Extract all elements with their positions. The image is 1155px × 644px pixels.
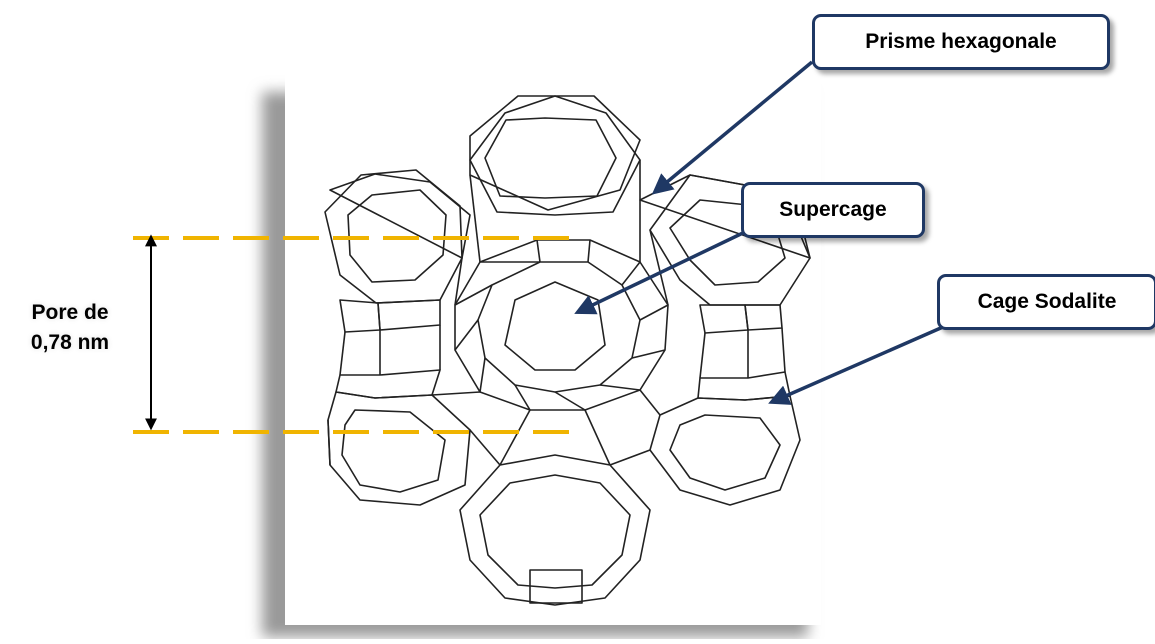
sodalite-cage-bottom <box>459 454 651 606</box>
arrow-sodalite <box>768 325 944 405</box>
sodalite-cage-top <box>469 95 641 216</box>
sodalite-cage-bottom-right <box>649 395 801 506</box>
arrow-supercage <box>574 230 746 315</box>
pore-guides <box>133 234 578 434</box>
callout-supercage: Supercage <box>741 182 925 238</box>
supercage-window <box>454 239 669 411</box>
arrow-prisme <box>651 60 814 195</box>
paper-image <box>262 65 821 637</box>
callout-cage-sodalite: Cage Sodalite <box>937 274 1155 330</box>
callout-prisme-hexagonale: Prisme hexagonale <box>812 14 1110 70</box>
sodalite-cage-bottom-left <box>327 391 471 506</box>
pore-size-label: Pore de 0,78 nm <box>0 298 140 358</box>
pore-label-line2: 0,78 nm <box>30 331 110 354</box>
faujasite-framework <box>324 95 811 606</box>
pore-label-line1: Pore de <box>31 301 109 324</box>
framework-connectors <box>431 160 669 466</box>
callout-arrows <box>574 60 944 405</box>
